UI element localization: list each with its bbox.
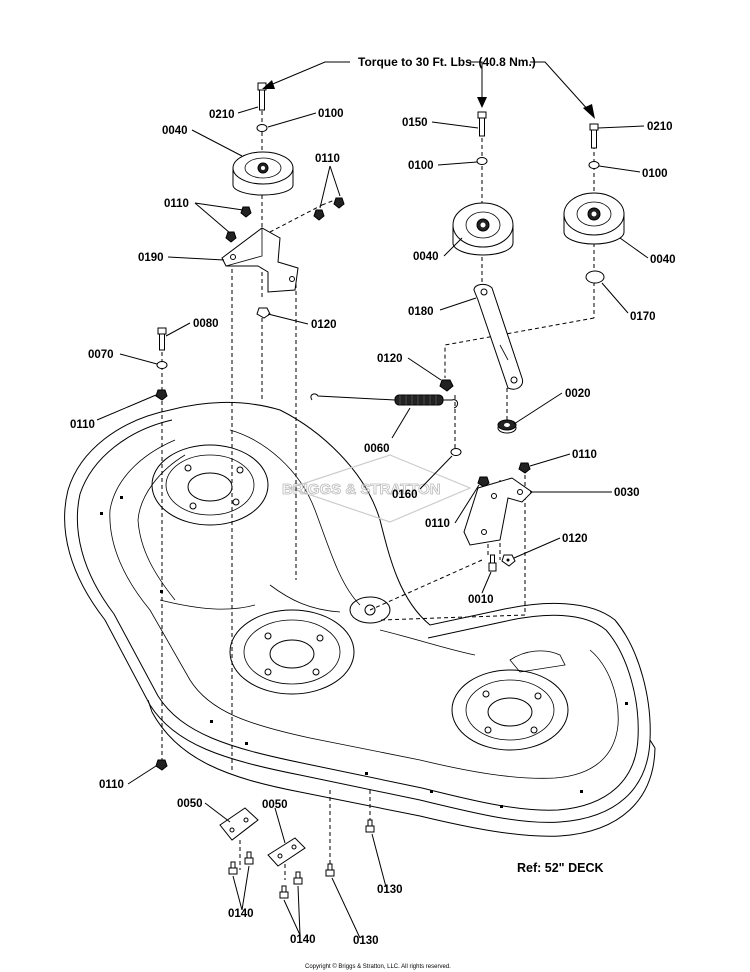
bolt-0130-b	[325, 863, 335, 877]
nut-0110-b	[225, 231, 237, 243]
nut-0110-c	[313, 209, 325, 221]
callout-labels: 0210 0100 0040 0110 0110 0190 0120 0080 …	[70, 108, 676, 947]
bolt-0140-c	[279, 885, 289, 899]
callout-0050: 0050	[262, 799, 288, 811]
copyright-notice: Copyright © Briggs & Stratton, LLC. All …	[305, 963, 451, 970]
washer-0160	[450, 448, 462, 456]
bolt-0130-a	[365, 819, 375, 833]
nut-0110-f	[518, 462, 531, 474]
callout-0130: 0130	[377, 884, 403, 896]
nut-0110-a	[240, 206, 252, 218]
spindle-housing-right	[451, 669, 569, 751]
torque-note: Torque to 30 Ft. Lbs. (40.8 Nm.)	[358, 55, 536, 69]
callout-0060: 0060	[364, 443, 390, 455]
bolt-0150	[477, 111, 487, 137]
callout-0040: 0040	[650, 254, 676, 266]
deck-reference: Ref: 52" DECK	[517, 861, 604, 875]
callout-0020: 0020	[565, 388, 591, 400]
bushing-0020	[497, 419, 517, 434]
callout-0110: 0110	[572, 449, 597, 461]
callout-0180: 0180	[408, 306, 434, 318]
idler-pulley-0040-left	[232, 151, 294, 196]
callout-0120: 0120	[311, 319, 337, 331]
callout-0110: 0110	[70, 419, 95, 431]
watermark-text: BRIGGS & STRATTON	[282, 481, 441, 498]
callout-0100: 0100	[318, 108, 344, 120]
bolt-0140-d	[293, 871, 303, 885]
bolt-0210-right	[589, 123, 599, 149]
callout-0210: 0210	[209, 109, 235, 121]
torque-arrows	[262, 61, 595, 119]
callout-0210: 0210	[647, 121, 673, 133]
callout-0140: 0140	[228, 908, 254, 920]
spacer-0170	[585, 270, 605, 284]
nut-0120-right	[501, 554, 516, 567]
washer-0100-right	[588, 161, 600, 169]
callout-0150: 0150	[402, 117, 428, 129]
callout-0110: 0110	[99, 779, 124, 791]
callout-0110: 0110	[164, 198, 189, 210]
callout-0040: 0040	[413, 251, 439, 263]
callout-0050: 0050	[177, 798, 203, 810]
callout-0130: 0130	[353, 935, 379, 947]
bolt-0140-b	[244, 851, 254, 865]
callout-0170: 0170	[630, 311, 656, 323]
nut-0110-d	[333, 197, 345, 209]
spring-0060	[310, 393, 459, 409]
washer-0070	[156, 361, 168, 369]
plate-0050-left	[219, 807, 259, 841]
nut-0110-h	[155, 759, 168, 771]
washer-0100-center	[476, 157, 488, 165]
bolt-0080	[157, 327, 167, 351]
spindle-housing-left	[151, 444, 269, 526]
callout-0040: 0040	[162, 125, 188, 137]
callout-0140: 0140	[290, 934, 316, 946]
idler-pulley-0040-right	[563, 192, 625, 245]
callout-0080: 0080	[193, 318, 219, 330]
nut-0120-center	[439, 379, 454, 392]
bolt-0010	[488, 554, 497, 572]
nut-0120-left	[256, 307, 271, 319]
callout-0120: 0120	[562, 533, 588, 545]
watermark: BRIGGS & STRATTON	[282, 454, 472, 523]
bracket-0030	[463, 477, 533, 546]
callout-0160: 0160	[392, 489, 418, 501]
callout-0100: 0100	[642, 168, 668, 180]
callout-0010: 0010	[468, 594, 494, 606]
callout-0120: 0120	[377, 353, 403, 365]
idler-arm-0180	[473, 283, 524, 390]
bolt-0140-a	[228, 861, 238, 875]
plate-0050-right	[267, 837, 306, 867]
mower-deck-shell	[64, 401, 656, 837]
callout-0100: 0100	[408, 160, 434, 172]
spindle-housing-center	[229, 609, 355, 695]
idler-pulley-0040-center	[452, 202, 514, 256]
callout-0070: 0070	[88, 349, 114, 361]
leader-lines	[96, 106, 649, 939]
callout-0030: 0030	[614, 487, 640, 499]
callout-0190: 0190	[138, 252, 164, 264]
callout-0110: 0110	[425, 518, 450, 530]
washer-0100-left	[256, 124, 268, 132]
bracket-0190	[221, 227, 299, 293]
nut-0110-e	[155, 389, 168, 401]
callout-0110: 0110	[315, 153, 340, 165]
